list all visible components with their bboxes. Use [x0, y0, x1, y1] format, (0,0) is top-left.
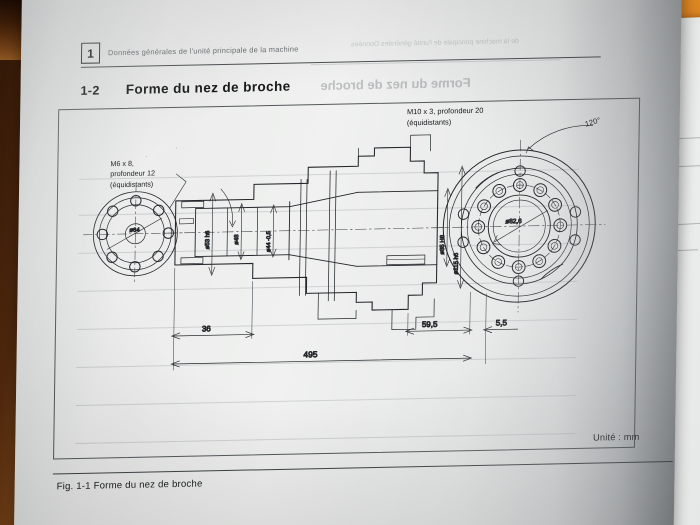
caption-divider [52, 461, 673, 475]
section-title: Forme du nez de broche [125, 78, 291, 97]
rear-flange-view [83, 182, 188, 286]
figure-caption: Fig. 1-1 Forme du nez de broche [56, 478, 203, 493]
label-rear-bolt-circle: ø64 [129, 228, 140, 234]
chapter-subtitle: Données générales de l'unité principale … [107, 44, 299, 58]
dim-55 [482, 326, 519, 333]
note-m6: M6 x 8, profondeur 12 (équidistants) [110, 158, 156, 190]
angle-arc [526, 125, 594, 154]
label-dim-495: 495 [303, 349, 317, 359]
page-header: 1 Données générales de l'unité principal… [80, 38, 299, 64]
label-dim-55: 5,5 [496, 318, 508, 327]
label-shaft-minor: ø44 -0,5 [266, 231, 272, 252]
ghost-header: de la machine principale de l'unité géné… [350, 38, 519, 49]
ghost-section-title: Forme du nez de broche [320, 75, 471, 94]
front-face-view [433, 139, 606, 313]
label-pilot-diameter: ø53 h6 [205, 230, 211, 249]
label-bore: ø85 H8 [440, 234, 446, 254]
section-number: 1-2 [80, 83, 100, 98]
label-shaft-major: ø48 [234, 234, 240, 245]
manual-page: Forme du nez de broche de la machine pri… [13, 0, 682, 525]
label-dim-36: 36 [202, 324, 212, 333]
label-nose: ø115 h6 [454, 252, 460, 274]
spindle-nose-drawing: ø64 [83, 125, 606, 371]
dim-595 [404, 326, 473, 335]
chapter-number-box: 1 [80, 42, 101, 64]
dim-36 [170, 331, 255, 340]
note-m10: M10 x 3, profondeur 20 (équidistants) [406, 105, 484, 128]
label-dim-595: 59,5 [422, 320, 438, 329]
dim-shaft-major [237, 202, 245, 261]
label-front-bolt-circle: ø82,6 [505, 218, 522, 225]
dim-495 [170, 354, 473, 368]
dim-shaft-minor [269, 204, 277, 258]
unit-note: Unité : mm [593, 431, 640, 443]
spindle-section-view [165, 134, 450, 331]
figure-frame: ø64 [53, 97, 641, 460]
section-heading: 1-2 Forme du nez de broche [80, 79, 290, 98]
page-content: Forme du nez de broche de la machine pri… [14, 0, 682, 525]
dim-pilot-diameter [208, 192, 217, 277]
